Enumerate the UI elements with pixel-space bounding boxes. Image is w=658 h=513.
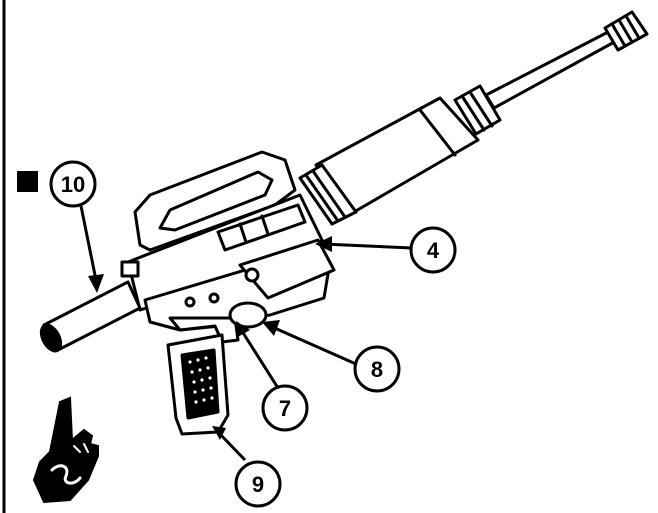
takedown-pin — [228, 301, 268, 329]
callout-8: 8 — [353, 345, 401, 393]
grip-texture — [180, 348, 220, 420]
leader-4 — [321, 242, 413, 250]
rifle-illustration — [39, 10, 649, 436]
arrowhead-7 — [236, 321, 250, 338]
ejection-port — [216, 203, 307, 252]
leader-9 — [216, 430, 247, 462]
callout-label-4: 4 — [427, 238, 440, 263]
callout-4: 4 — [409, 226, 457, 274]
leader-8 — [269, 324, 357, 366]
callout-label-9: 9 — [252, 472, 264, 497]
grip-checkering — [188, 356, 214, 404]
arrowhead-9 — [212, 426, 226, 440]
leader-lines — [79, 205, 413, 462]
magazine-well — [238, 238, 336, 300]
callout-label-8: 8 — [371, 357, 383, 382]
arrowhead-4 — [315, 236, 332, 252]
callout-9: 9 — [234, 460, 282, 508]
leader-7 — [238, 327, 280, 389]
callout-label-7: 7 — [279, 396, 291, 421]
callout-label-10: 10 — [61, 172, 85, 197]
callout-7: 7 — [261, 384, 309, 432]
leader-10 — [79, 205, 99, 286]
barrel — [484, 28, 620, 110]
callout-10: 10 — [49, 160, 97, 208]
arrowheads — [88, 236, 332, 440]
arrowhead-8 — [262, 320, 280, 336]
pointing-hand-icon — [32, 396, 99, 504]
arrowhead-10 — [88, 274, 104, 293]
black-square-icon — [17, 171, 38, 192]
